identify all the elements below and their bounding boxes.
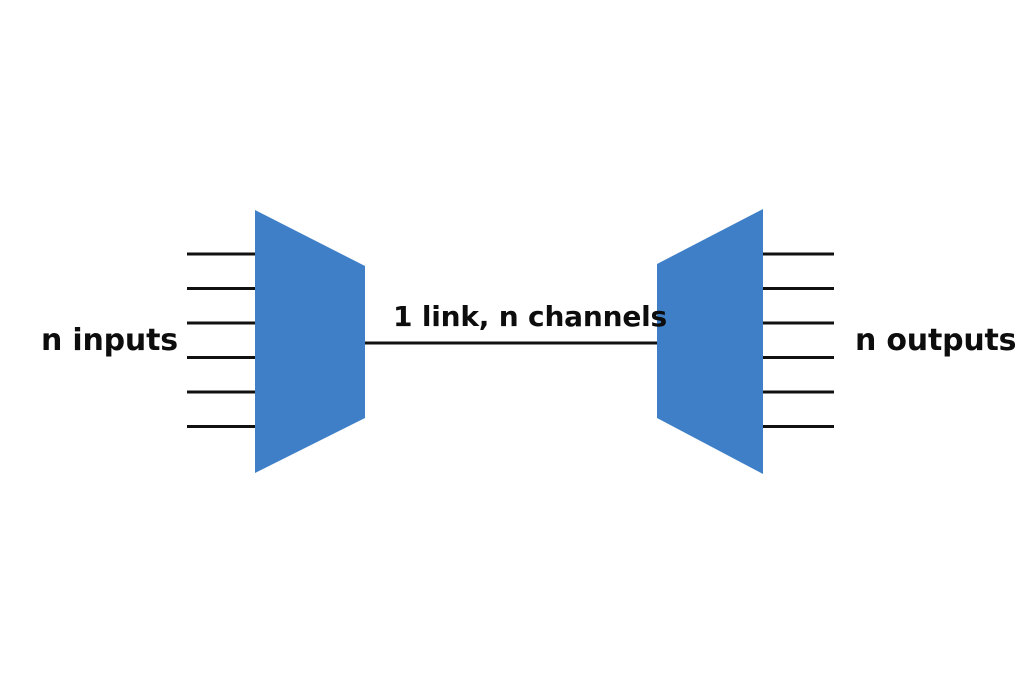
demultiplexer-block bbox=[657, 209, 763, 474]
link-channels-label: 1 link, n channels bbox=[393, 300, 667, 333]
n-inputs-label: n inputs bbox=[41, 323, 178, 358]
output-lines-group bbox=[762, 252, 834, 428]
input-lines-group bbox=[187, 252, 256, 428]
multiplexer-block bbox=[255, 210, 365, 473]
n-outputs-label: n outputs bbox=[855, 323, 1017, 358]
